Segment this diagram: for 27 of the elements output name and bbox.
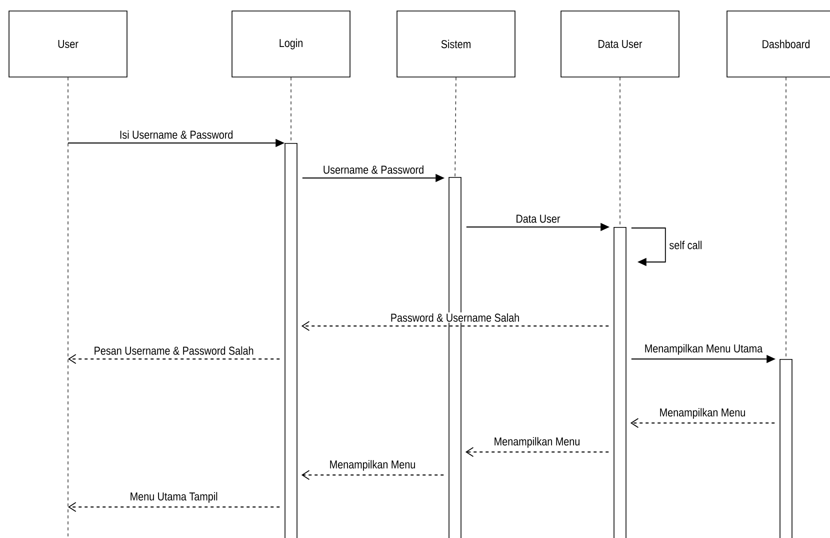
message-arrow [465, 447, 610, 457]
edge-label: Password & Username Salah [391, 313, 519, 322]
edge-label: Menampilkan Menu Utama [645, 344, 763, 355]
message-arrow [68, 354, 280, 364]
lifeline-header: Data User [560, 10, 680, 78]
lifeline [454, 77, 456, 178]
message-arrow [301, 321, 610, 331]
edge-label: Isi Username & Password [120, 130, 233, 139]
activation-bar [614, 227, 626, 538]
message-arrow [68, 502, 280, 512]
self-call-arrow [630, 228, 666, 266]
edge-label: Menu Utama Tampil [130, 492, 218, 503]
activation-bar [780, 359, 792, 538]
message-arrow [630, 418, 776, 428]
lifeline-header: User [8, 10, 128, 78]
activation-bar [284, 143, 298, 538]
edge-label: Menampilkan Menu [494, 437, 580, 448]
edge-label: Menampilkan Menu [330, 460, 415, 471]
edge-label: self call [669, 240, 702, 250]
edge-label: Menampilkan Menu [660, 408, 745, 419]
edge-label: Data User [516, 214, 560, 223]
lifeline-header: Login [232, 10, 350, 78]
lifeline-header: Dashboard [726, 10, 830, 78]
message-arrow [301, 470, 444, 480]
edge-label: Pesan Username & Password Salah [94, 346, 254, 355]
edge-label: Username & Password [324, 165, 424, 174]
lifeline-header: Sistem [396, 10, 516, 78]
